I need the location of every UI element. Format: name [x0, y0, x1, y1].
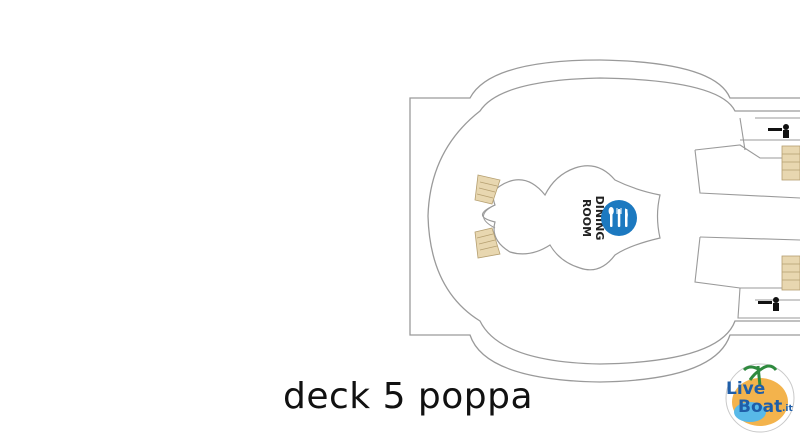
room-label-line1: DINING [593, 196, 606, 241]
logo-text-line2: Boat [738, 397, 782, 417]
hull-outline [409, 59, 800, 383]
restroom-men-icon [768, 124, 789, 138]
dining-room-wall [481, 165, 661, 271]
dining-cutlery-icon [601, 200, 637, 236]
logo-text-line1: Live [726, 379, 765, 399]
stair-landing [483, 204, 496, 229]
staircase-upper [474, 174, 501, 205]
liveboat-logo[interactable]: Live Boat .it [720, 356, 798, 436]
staircase-lower [474, 227, 501, 259]
room-label-line2: ROOM [580, 199, 593, 237]
service-area-outlines [694, 117, 800, 319]
restroom-men-icon [758, 297, 779, 311]
side-stairs-bottom [781, 255, 800, 291]
dining-room-label: DINING ROOM [580, 196, 606, 241]
side-stairs-top [781, 145, 800, 181]
palm-tree-icon [742, 364, 778, 387]
deck-caption: deck 5 poppa [283, 376, 534, 417]
logo-suffix: .it [782, 404, 794, 414]
